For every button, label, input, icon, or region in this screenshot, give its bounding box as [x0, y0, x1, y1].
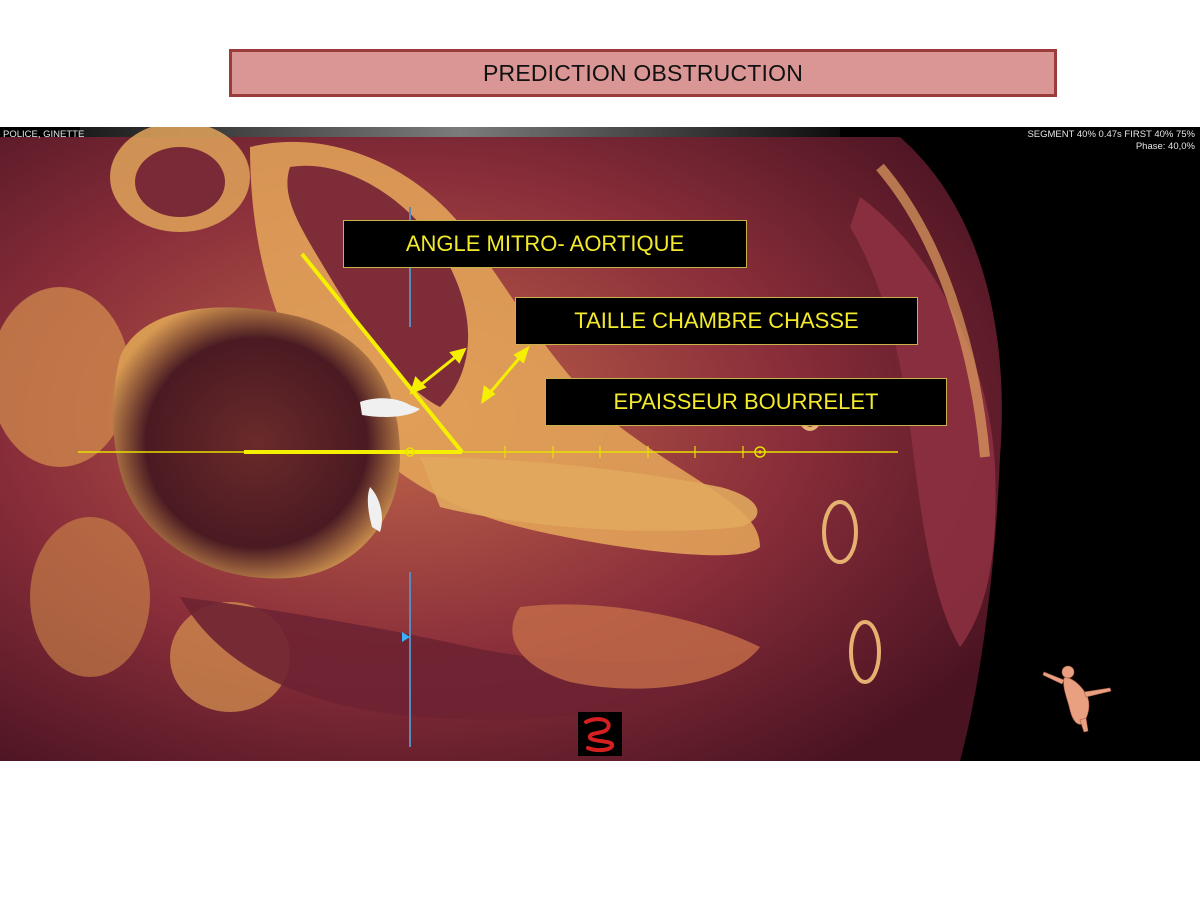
- segment-info: SEGMENT 40% 0.47s FIRST 40% 75%: [1027, 129, 1195, 140]
- slide-title: PREDICTION OBSTRUCTION: [229, 49, 1057, 97]
- measurement-lines: [78, 252, 898, 458]
- phase-readout: Phase: 40,0%: [1135, 141, 1195, 152]
- annotation-angle-mitro-aortique: ANGLE MITRO- AORTIQUE: [343, 220, 747, 268]
- red-spiral-logo-icon: [578, 712, 622, 756]
- human-figure-orientation-icon[interactable]: [1040, 662, 1115, 734]
- annotation-epaisseur-bourrelet: EPAISSEUR BOURRELET: [545, 378, 947, 426]
- ct-3d-viewer[interactable]: POLICE, GINETTE SEGMENT 40% 0.47s FIRST …: [0, 127, 1200, 761]
- annotation-taille-chambre-chasse: TAILLE CHAMBRE CHASSE: [515, 297, 918, 345]
- patient-name: POLICE, GINETTE: [3, 129, 85, 140]
